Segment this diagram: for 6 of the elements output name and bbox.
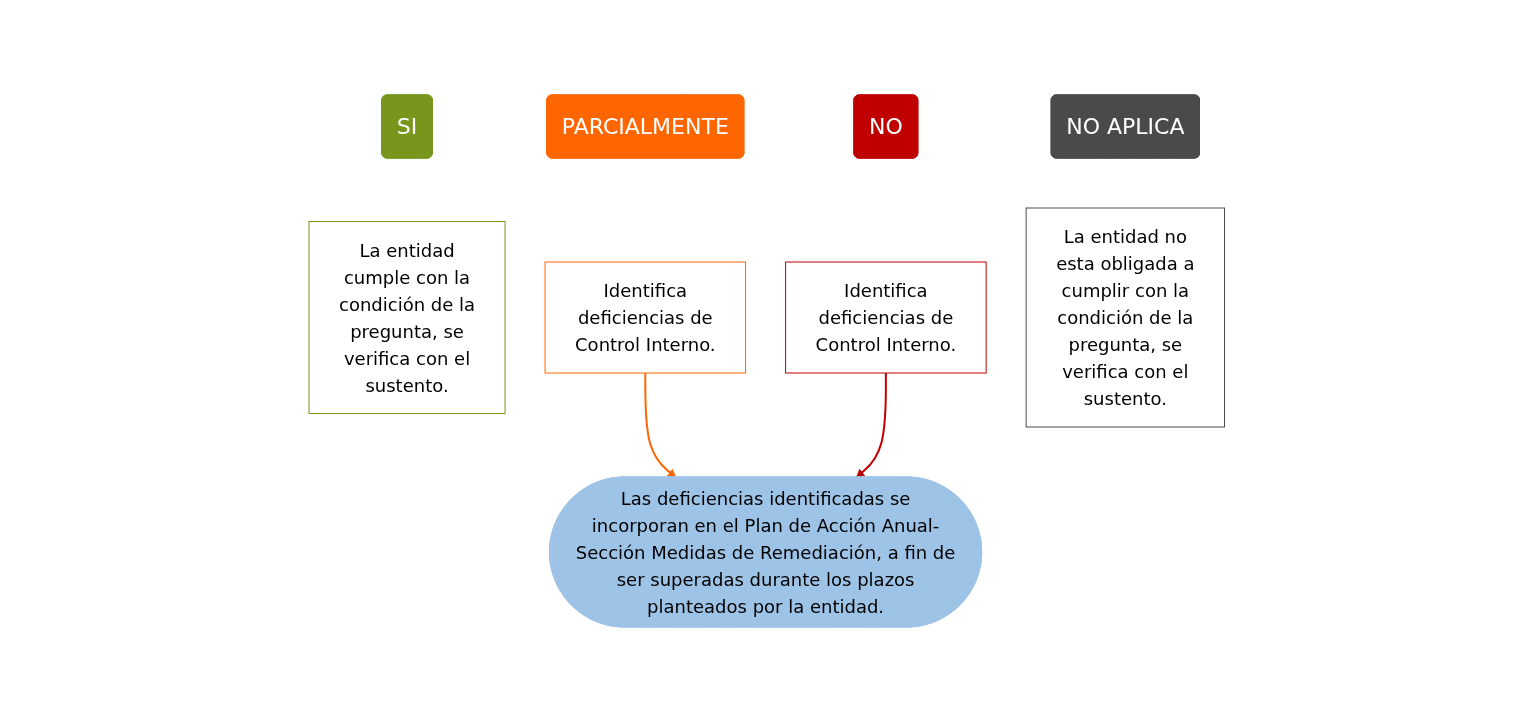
node-box: La entidad no esta obligada a cumplir con la condición de la pregunta, se verifica con el sustento.	[1025, 207, 1226, 427]
node-box: Identifica deficiencias de Control Interno.	[785, 261, 987, 373]
node-box: Identifica deficiencias de Control Interno.	[544, 261, 747, 373]
node-box: La entidad cumple con la condición de la pregunta, se verifica con el sustento.	[308, 220, 506, 414]
arrow	[856, 371, 888, 478]
arrow	[644, 371, 677, 478]
